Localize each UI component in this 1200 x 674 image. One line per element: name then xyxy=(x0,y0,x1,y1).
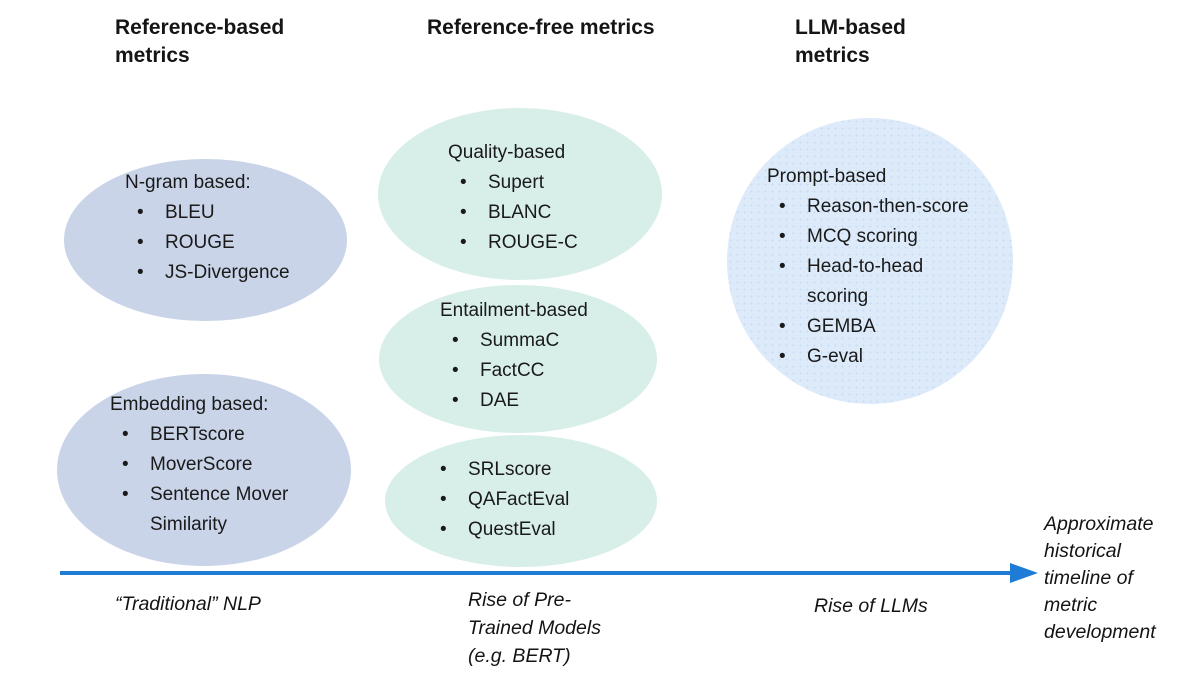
list-item: BLANC xyxy=(448,198,638,228)
qa-based-content: SRLscore QAFactEval QuestEval xyxy=(428,455,628,545)
entailment-based-content: Entailment-based SummaC FactCC DAE xyxy=(440,296,640,416)
list-item: Head-to-head scoring xyxy=(767,252,982,312)
metric-list: Supert BLANC ROUGE-C xyxy=(448,168,638,258)
list-item: Supert xyxy=(448,168,638,198)
metric-list: Reason-then-score MCQ scoring Head-to-he… xyxy=(767,192,982,372)
metric-list: BERTscore MoverScore Sentence Mover Simi… xyxy=(110,420,310,540)
list-item: Reason-then-score xyxy=(767,192,982,222)
list-item: ROUGE-C xyxy=(448,228,638,258)
group-title: Prompt-based xyxy=(767,166,887,187)
group-title: N-gram based: xyxy=(125,172,251,193)
list-item: SRLscore xyxy=(428,455,628,485)
list-item: JS-Divergence xyxy=(125,258,325,288)
quality-based-content: Quality-based Supert BLANC ROUGE-C xyxy=(448,138,638,258)
list-item: MCQ scoring xyxy=(767,222,982,252)
era-label-rise-of-llms: Rise of LLMs xyxy=(814,595,928,617)
metric-list: SummaC FactCC DAE xyxy=(440,326,640,416)
list-item: SummaC xyxy=(440,326,640,356)
timeline-caption: Approximate historical timeline of metri… xyxy=(1044,513,1156,643)
list-item: Sentence Mover Similarity xyxy=(110,480,310,540)
group-title: Quality-based xyxy=(448,142,566,163)
list-item: FactCC xyxy=(440,356,640,386)
list-item: MoverScore xyxy=(110,450,310,480)
prompt-based-content: Prompt-based Reason-then-score MCQ scori… xyxy=(767,162,982,372)
heading-llm-based-metrics: LLM-based metrics xyxy=(795,16,906,67)
list-item: DAE xyxy=(440,386,640,416)
list-item: BLEU xyxy=(125,198,325,228)
list-item: QuestEval xyxy=(428,515,628,545)
era-label-pretrained-models: Rise of Pre- Trained Models (e.g. BERT) xyxy=(468,589,601,667)
list-item: BERTscore xyxy=(110,420,310,450)
era-label-traditional-nlp: “Traditional” NLP xyxy=(115,593,261,615)
list-item: ROUGE xyxy=(125,228,325,258)
timeline-arrow xyxy=(60,563,1038,583)
list-item: G-eval xyxy=(767,342,982,372)
heading-reference-based-metrics: Reference-based metrics xyxy=(115,16,285,67)
ngram-based-content: N-gram based: BLEU ROUGE JS-Divergence xyxy=(125,168,325,288)
group-title: Embedding based: xyxy=(110,394,269,415)
metric-list: SRLscore QAFactEval QuestEval xyxy=(428,455,628,545)
list-item: GEMBA xyxy=(767,312,982,342)
list-item: QAFactEval xyxy=(428,485,628,515)
metric-list: BLEU ROUGE JS-Divergence xyxy=(125,198,325,288)
embedding-based-content: Embedding based: BERTscore MoverScore Se… xyxy=(110,390,310,540)
group-title: Entailment-based xyxy=(440,300,588,321)
heading-reference-free-metrics: Reference-free metrics xyxy=(427,16,655,39)
